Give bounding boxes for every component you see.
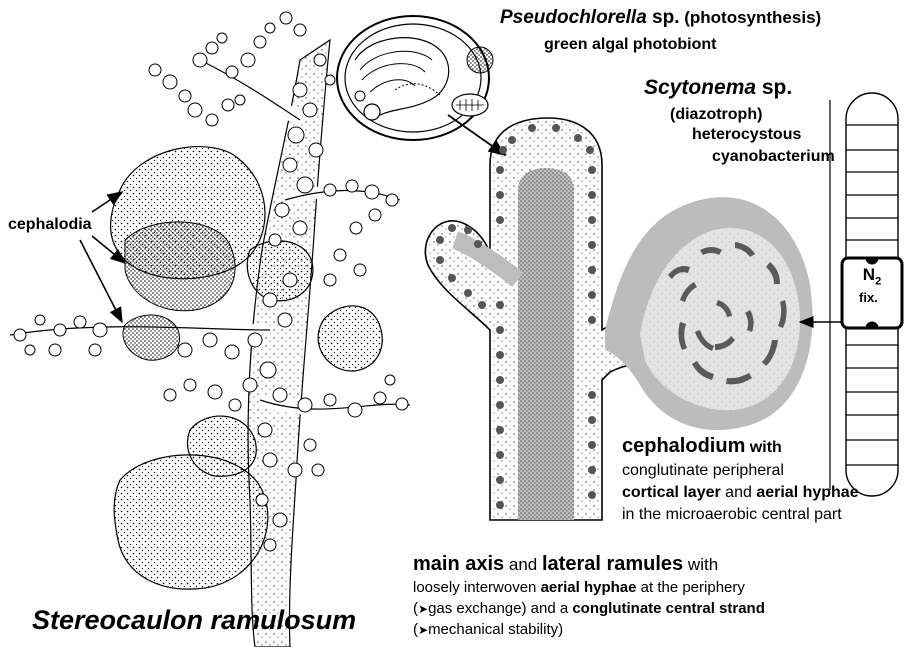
cephalodium-term: cephalodium (622, 435, 745, 457)
axis-and: and (504, 555, 542, 574)
cephalodium-drawing (605, 197, 846, 430)
cephalodium-caption-line3: cortical layer and aerial hyphae (622, 484, 859, 502)
pseudochlorella-role: (photosynthesis) (680, 8, 822, 27)
cephalodium-caption-line4: in the microaerobic central part (622, 506, 842, 524)
fix-label: fix. (859, 291, 878, 305)
cephalodium-caption-line2: conglutinate peripheral (622, 462, 784, 480)
cephalodium-and: and (721, 484, 757, 501)
axis-caption-line4: (➤mechanical stability) (413, 622, 563, 639)
aerial-hyphae-term: aerial hyphae (756, 484, 858, 501)
scytonema-genus: Scytonema (644, 76, 756, 99)
axis-caption-line2: loosely interwoven aerial hyphae at the … (413, 580, 745, 597)
axis-line2-start: loosely interwoven (413, 579, 541, 596)
main-axis-term: main axis (413, 553, 504, 575)
axis-aerial-hyphae-term: aerial hyphae (541, 579, 637, 596)
species-title: Stereocaulon ramulosum (32, 606, 356, 636)
n2-subscript: 2 (875, 275, 881, 287)
pseudochlorella-genus: Pseudochlorella (500, 7, 647, 28)
pseudochlorella-label: Pseudochlorella sp. (photosynthesis) (500, 8, 821, 29)
scytonema-description-2: cyanobacterium (712, 148, 835, 166)
n2-symbol: N (863, 265, 875, 284)
arrow-icon: ➤ (418, 623, 428, 637)
axis-caption-title: main axis and lateral ramules with (413, 553, 718, 575)
axis-line4-text: mechanical stability) (428, 621, 563, 638)
cephalodia-label: cephalodia (8, 216, 92, 234)
scytonema-label: Scytonema sp. (644, 76, 792, 99)
cephalodium-with: with (745, 439, 781, 456)
scytonema-role: (diazotroph) (670, 106, 762, 124)
arrow-icon: ➤ (418, 602, 428, 616)
scytonema-description-1: heterocystous (692, 126, 801, 144)
algal-cell-drawing (337, 16, 505, 155)
axis-line3-middle: gas exchange) and a (428, 600, 572, 617)
conglutinate-strand-term: conglutinate central strand (572, 600, 765, 617)
axis-caption-line3: (➤gas exchange) and a conglutinate centr… (413, 601, 765, 618)
pseudochlorella-description: green algal photobiont (544, 36, 716, 54)
lateral-ramules-term: lateral ramules (542, 553, 683, 575)
cortical-layer-term: cortical layer (622, 484, 721, 501)
axis-line2-end: at the periphery (636, 579, 744, 596)
pseudochlorella-sp: sp. (647, 7, 680, 28)
n2-fixation-label: N2 (857, 266, 887, 287)
cephalodium-caption-title: cephalodium with (622, 435, 782, 457)
scytonema-sp: sp. (756, 76, 792, 99)
axis-with: with (683, 555, 718, 574)
